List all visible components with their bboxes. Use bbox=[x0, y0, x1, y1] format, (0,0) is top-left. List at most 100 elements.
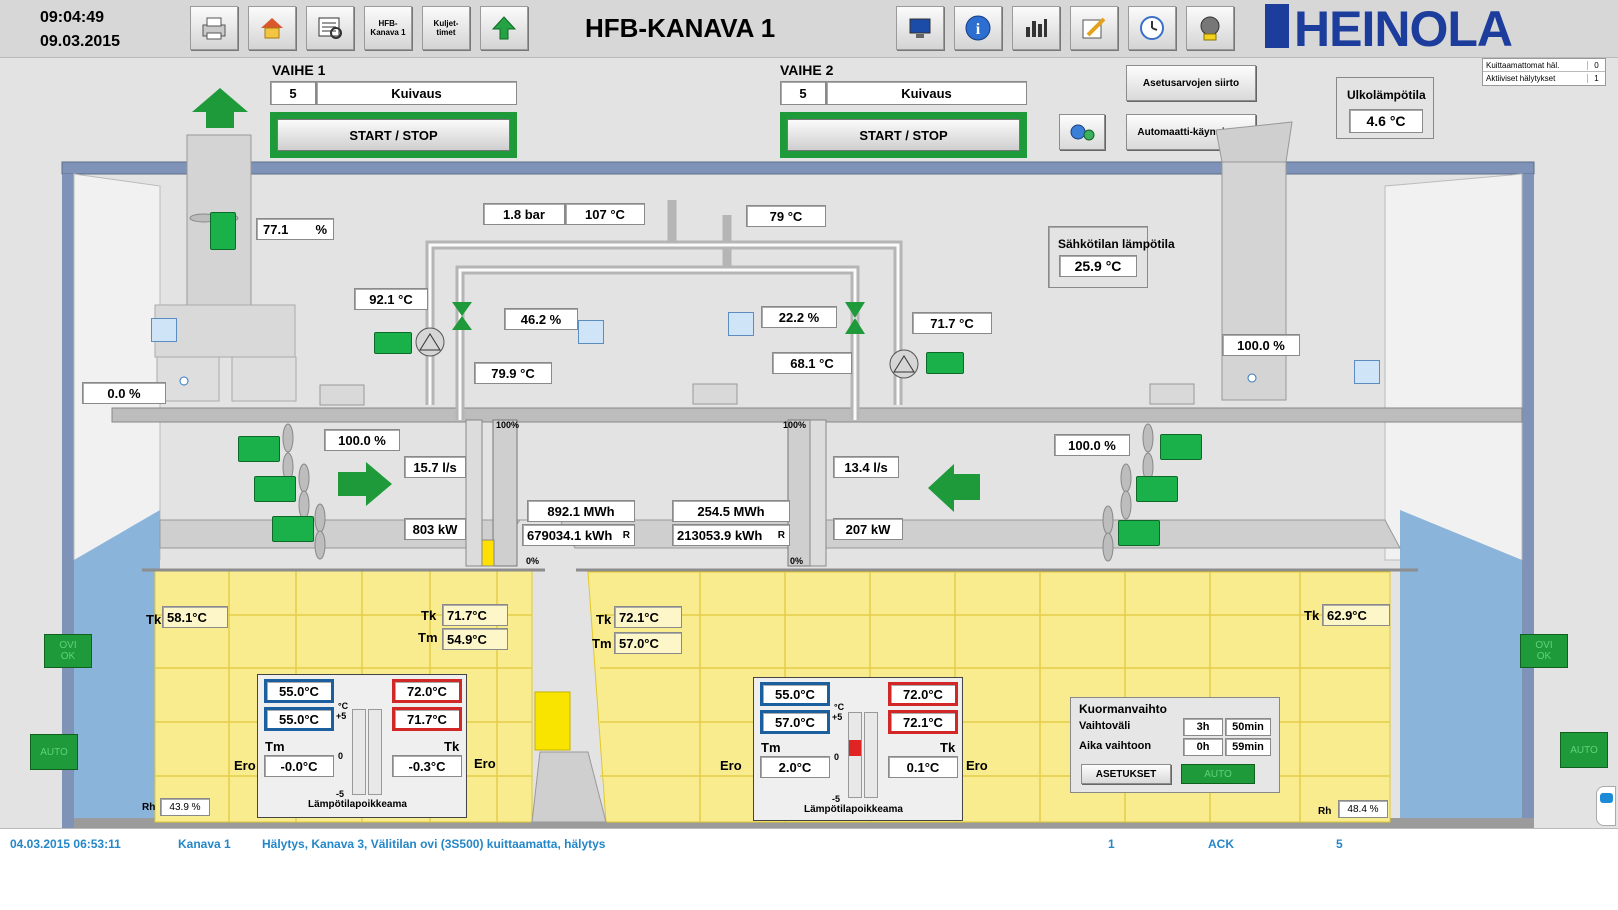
phase2-step[interactable]: 5 bbox=[780, 81, 826, 105]
fan-motor-right-1[interactable] bbox=[1160, 434, 1202, 460]
gears-icon bbox=[1070, 124, 1095, 141]
temp-left-pump-value: 92.1 °C bbox=[354, 288, 428, 310]
manual-icon-right-damper[interactable] bbox=[1354, 360, 1380, 384]
tree-button[interactable] bbox=[480, 6, 528, 50]
load-change-interval-min[interactable]: 50min bbox=[1225, 718, 1271, 736]
phase2-title: VAIHE 2 bbox=[780, 62, 834, 78]
setpoint-transfer-button[interactable]: Asetusarvojen siirto bbox=[1126, 65, 1256, 101]
fan-motor-right-3[interactable] bbox=[1118, 520, 1160, 546]
load-change-interval-h[interactable]: 3h bbox=[1183, 718, 1223, 736]
zone1-scale-unit: °C bbox=[338, 701, 349, 711]
manual-icon-damper[interactable] bbox=[151, 318, 177, 342]
zone2-scale-plus: +5 bbox=[832, 712, 843, 722]
phase1-step[interactable]: 5 bbox=[270, 81, 316, 105]
zone2-deviation-fill bbox=[849, 740, 861, 756]
zone2-tk-left-label: Tk bbox=[596, 612, 612, 627]
trend-chart-icon bbox=[1026, 19, 1047, 37]
fan-right-speed-value: 100.0 % bbox=[1054, 434, 1130, 456]
kuljettimet-button[interactable]: Kuljet- timet bbox=[422, 6, 470, 50]
hfb-kanava1-button[interactable]: HFB- Kanava 1 bbox=[364, 6, 412, 50]
energy-left-mwh: 892.1 MWh bbox=[527, 500, 635, 522]
pump-right-motor[interactable] bbox=[926, 352, 964, 374]
side-tab[interactable] bbox=[1596, 786, 1616, 826]
gear-button[interactable] bbox=[1059, 114, 1105, 150]
unack-label: Kuittaamattomat häl. bbox=[1486, 60, 1560, 70]
zone1-tm-actual: 55.0°C bbox=[264, 707, 334, 731]
unack-count: 0 bbox=[1587, 60, 1605, 70]
phase1-mode[interactable]: Kuivaus bbox=[316, 81, 517, 105]
alarm-button[interactable] bbox=[1186, 6, 1234, 50]
coil-right-top-label: 100% bbox=[783, 420, 807, 430]
damper-left-value: 77.1% bbox=[256, 218, 334, 240]
door-left-status-button[interactable]: OVI OK bbox=[44, 634, 92, 668]
monitor-icon bbox=[909, 18, 931, 38]
right-blue-panel bbox=[1400, 510, 1522, 820]
electrical-room-value: 25.9 °C bbox=[1059, 254, 1137, 277]
phase1-start-stop-button[interactable]: START / STOP bbox=[270, 112, 517, 158]
damper-left-unit: % bbox=[315, 221, 327, 237]
phase1-start-stop-label: START / STOP bbox=[277, 119, 510, 151]
zone1-rh-label: Rh bbox=[142, 802, 156, 813]
zone2-temp-panel[interactable]: 55.0°C 57.0°C 72.0°C 72.1°C Tm Tk 2.0°C … bbox=[753, 677, 963, 821]
zone2-rh: 48.4 % bbox=[1338, 800, 1388, 818]
phase2-start-stop-label: START / STOP bbox=[787, 119, 1020, 151]
zone1-scale-zero: 0 bbox=[338, 751, 344, 761]
edit-button[interactable] bbox=[1070, 6, 1118, 50]
manual-icon-valve-right[interactable] bbox=[728, 312, 754, 336]
left-bottom-damper-value: 0.0 % bbox=[82, 382, 166, 404]
info-icon: i bbox=[965, 15, 991, 41]
pump-left-motor[interactable] bbox=[374, 332, 412, 354]
clock-date: 09.03.2015 bbox=[40, 33, 121, 50]
load-change-settings-button[interactable]: ASETUKSET bbox=[1081, 764, 1171, 784]
zone2-deviation-bar-tk bbox=[864, 712, 878, 798]
energy-right-reset[interactable]: R bbox=[777, 529, 785, 541]
phase1-title: VAIHE 1 bbox=[272, 62, 326, 78]
auto-right-button[interactable]: AUTO bbox=[1560, 732, 1608, 768]
fan-motor-left-3[interactable] bbox=[272, 516, 314, 542]
clock-button[interactable] bbox=[1128, 6, 1176, 50]
home-button[interactable] bbox=[248, 6, 296, 50]
left-perspective-wall bbox=[73, 173, 161, 561]
phase2-mode[interactable]: Kuivaus bbox=[826, 81, 1027, 105]
door-right-status-button[interactable]: OVI OK bbox=[1520, 634, 1568, 668]
right-perspective-wall bbox=[1384, 173, 1523, 561]
alarm-bar[interactable]: 04.03.2015 06:53:11 Kanava 1 Hälytys, Ka… bbox=[0, 828, 1618, 910]
electrical-room-panel: Sähkötilan lämpötila 25.9 °C bbox=[1048, 226, 1175, 288]
svg-text:i: i bbox=[976, 21, 981, 38]
zone2-scale-minus: -5 bbox=[832, 794, 841, 804]
fan-motor-right-2[interactable] bbox=[1136, 476, 1178, 502]
phase2-start-stop-button[interactable]: START / STOP bbox=[780, 112, 1027, 158]
load-change-interval-label: Vaihtoväli bbox=[1079, 720, 1131, 732]
zone2-tm-actual: 57.0°C bbox=[760, 710, 830, 734]
info-button[interactable]: i bbox=[954, 6, 1002, 50]
temp-left-return-value: 79.9 °C bbox=[474, 362, 552, 384]
manual-icon-valve-left[interactable] bbox=[578, 320, 604, 344]
fan-motor-left-2[interactable] bbox=[254, 476, 296, 502]
monitor-button[interactable] bbox=[896, 6, 944, 50]
trend-button[interactable] bbox=[1012, 6, 1060, 50]
energy-left-reset[interactable]: R bbox=[622, 529, 630, 541]
outdoor-temp-label: Ulkolämpötila bbox=[1347, 88, 1426, 102]
print-button[interactable] bbox=[190, 6, 238, 50]
load-change-auto-button[interactable]: AUTO bbox=[1181, 764, 1255, 784]
clock-icon bbox=[1140, 16, 1164, 40]
zone2-rh-label: Rh bbox=[1318, 806, 1332, 817]
alarm-source: Kanava 1 bbox=[178, 837, 231, 851]
load-change-panel: Kuormanvaihto Vaihtoväli 3h 50min Aika v… bbox=[1070, 697, 1280, 793]
alarm-state: ACK bbox=[1208, 837, 1234, 851]
zone2-tk-ero: 0.1°C bbox=[888, 756, 958, 778]
alarm-priority: 5 bbox=[1336, 837, 1343, 851]
company-logo: HEINOLA bbox=[1294, 1, 1513, 57]
pressure-value: 1.8 bar bbox=[483, 203, 565, 225]
report-button[interactable] bbox=[306, 6, 354, 50]
fan-motor-left-1[interactable] bbox=[238, 436, 280, 462]
zone1-temp-panel[interactable]: 55.0°C 55.0°C 72.0°C 71.7°C Tm Tk -0.0°C… bbox=[257, 674, 467, 818]
zone2-scale-unit: °C bbox=[834, 702, 845, 712]
power-right-value: 207 kW bbox=[833, 518, 903, 540]
exhaust-fan-motor[interactable] bbox=[210, 212, 236, 250]
left-damper-housing bbox=[154, 304, 296, 358]
auto-left-button[interactable]: AUTO bbox=[30, 734, 78, 770]
left-blue-panel bbox=[74, 510, 160, 820]
